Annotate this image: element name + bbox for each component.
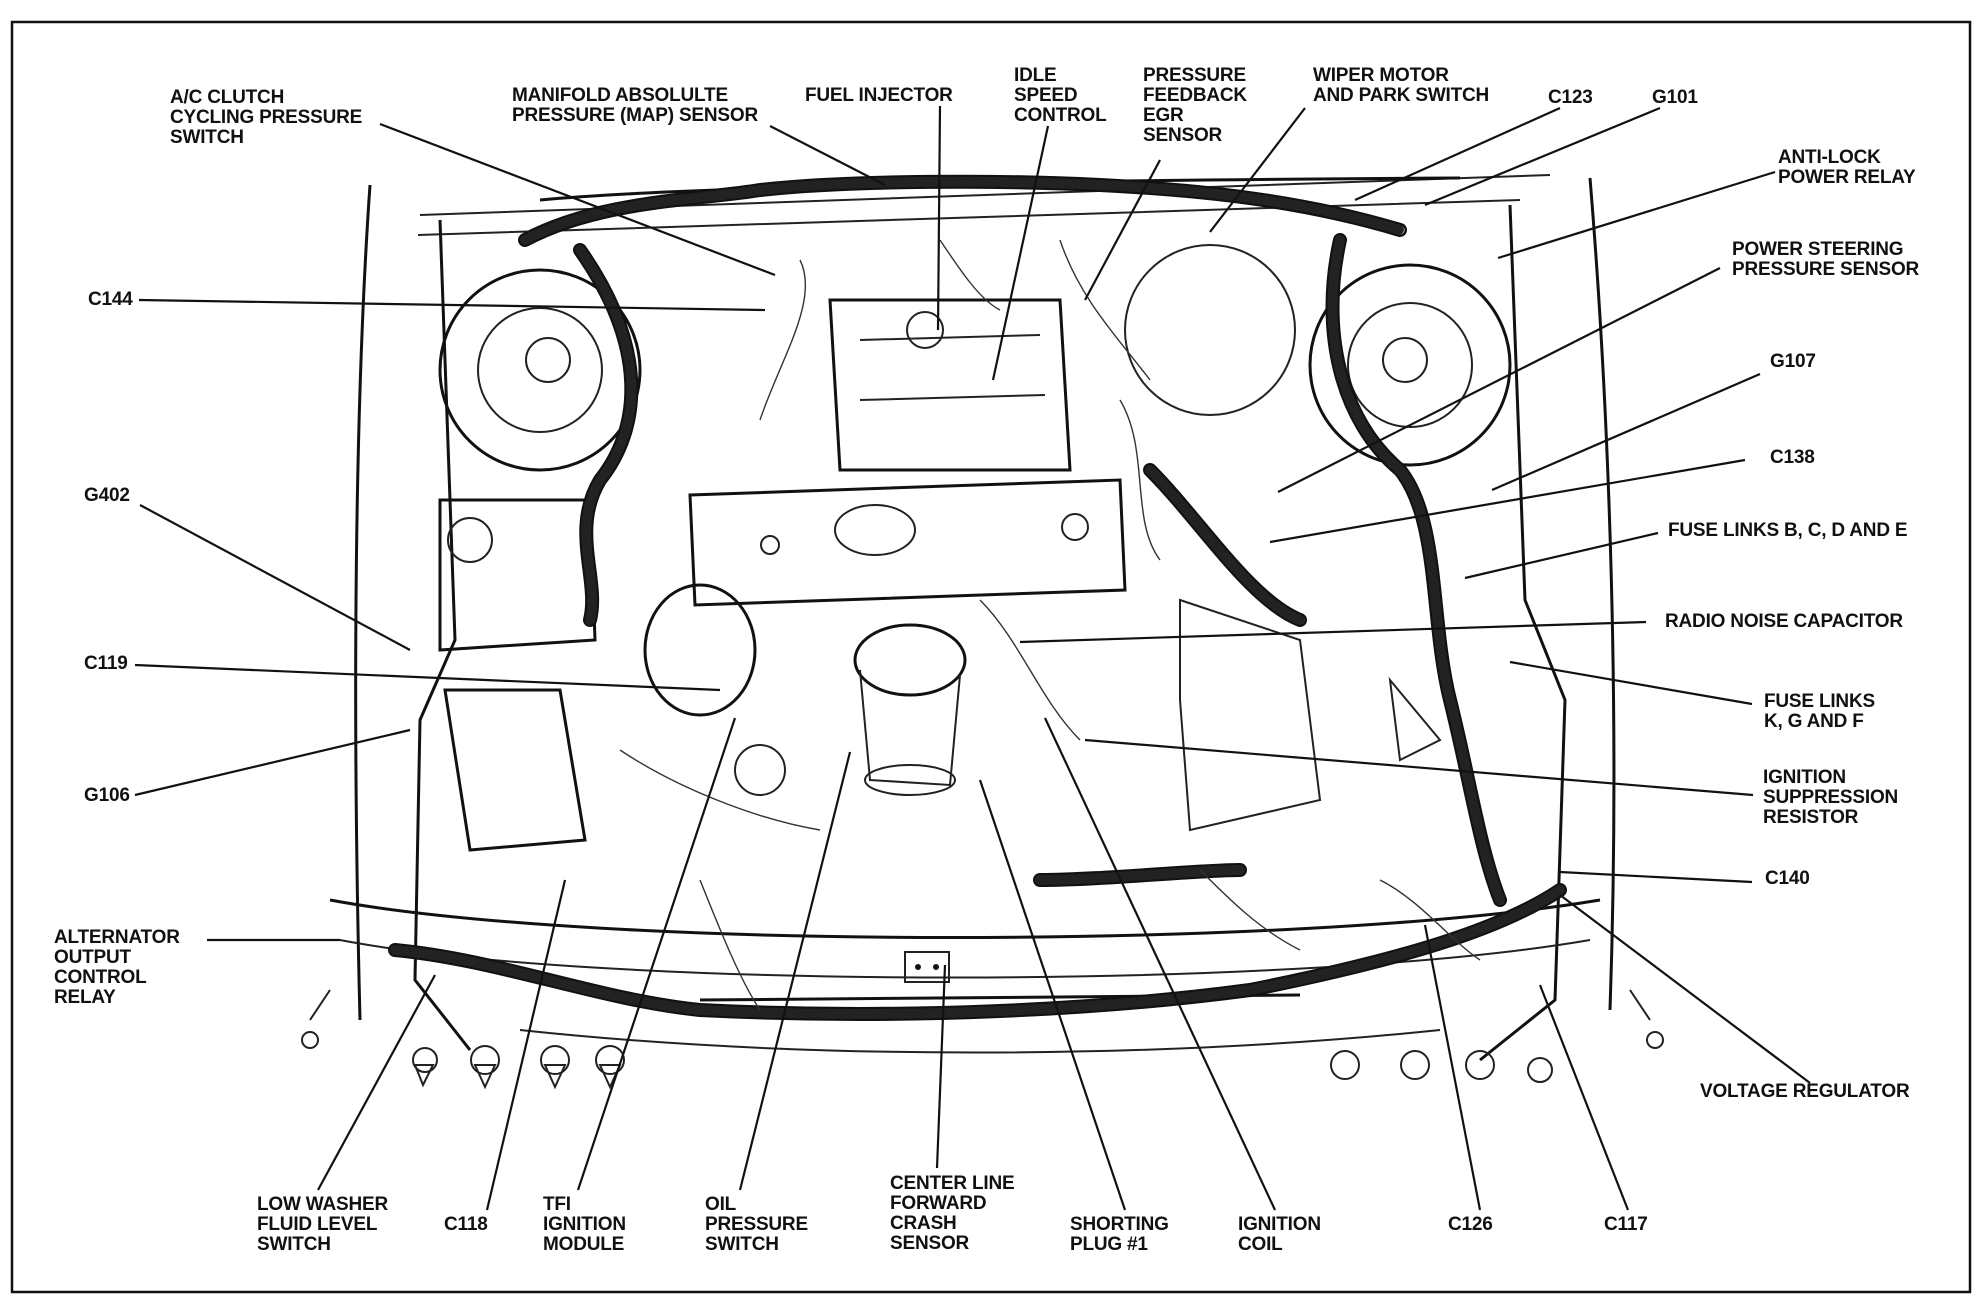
label-c140: C140 [1765, 868, 1810, 889]
label-fuse-links-bcde: FUSE LINKS B, C, D AND E [1668, 520, 1908, 541]
label-c123: C123 [1548, 87, 1593, 108]
leader-lines [134, 105, 1811, 1211]
label-c118: C118 [444, 1214, 488, 1235]
label-g107: G107 [1770, 351, 1816, 372]
engine-bay-illustration [301, 174, 1664, 1090]
label-c144: C144 [88, 289, 133, 310]
label-g101: G101 [1652, 87, 1698, 108]
frame-border [10, 20, 1972, 1294]
label-radio-noise-capacitor: RADIO NOISE CAPACITOR [1665, 611, 1903, 632]
label-voltage-regulator: VOLTAGE REGULATOR [1700, 1081, 1910, 1102]
label-c117: C117 [1604, 1214, 1648, 1235]
label-g402: G402 [84, 485, 130, 506]
label-g106: G106 [84, 785, 130, 806]
label-fuel-injector: FUEL INJECTOR [805, 85, 953, 106]
label-c138: C138 [1770, 447, 1815, 468]
label-c119: C119 [84, 653, 128, 674]
label-c126: C126 [1448, 1214, 1493, 1235]
